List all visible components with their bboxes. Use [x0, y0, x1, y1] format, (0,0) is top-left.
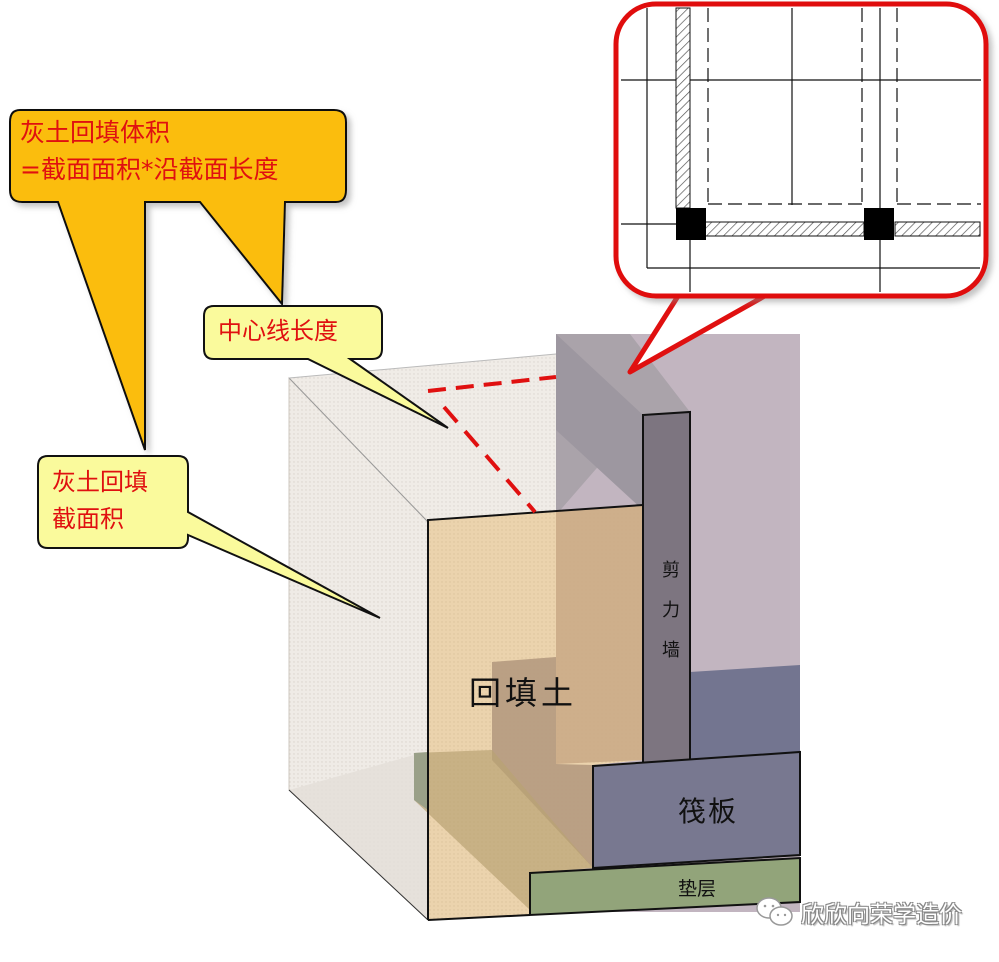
watermark: 欣欣向荣学造价	[755, 895, 962, 929]
watermark-text: 欣欣向荣学造价	[801, 902, 962, 928]
plan-detail-inset	[613, 1, 989, 375]
label-raft: 筏板	[678, 795, 739, 828]
wechat-icon	[756, 897, 793, 926]
callout-volume-formula-line2: =截面面积*沿截面长度	[20, 155, 279, 184]
cushion-layer	[529, 856, 801, 917]
callout-volume-formula	[9, 109, 347, 451]
label-backfill: 回填土	[469, 674, 578, 712]
callout-section-area-line1: 灰土回填	[52, 468, 148, 496]
callout-centerline-length-text: 中心线长度	[218, 317, 338, 345]
raft-slab	[592, 750, 801, 870]
centerline-dashes	[427, 375, 557, 514]
transparent-fill-box	[288, 353, 557, 922]
label-cushion: 垫层	[678, 878, 717, 900]
backfill-soil	[414, 504, 644, 921]
callout-section-area-line2: 截面积	[52, 505, 124, 533]
label-shear-wall: 剪力墙	[659, 560, 680, 680]
callout-centerline-length	[203, 305, 449, 429]
callout-section-area	[37, 455, 381, 619]
callout-volume-formula-line1: 灰土回填体积	[20, 118, 171, 147]
